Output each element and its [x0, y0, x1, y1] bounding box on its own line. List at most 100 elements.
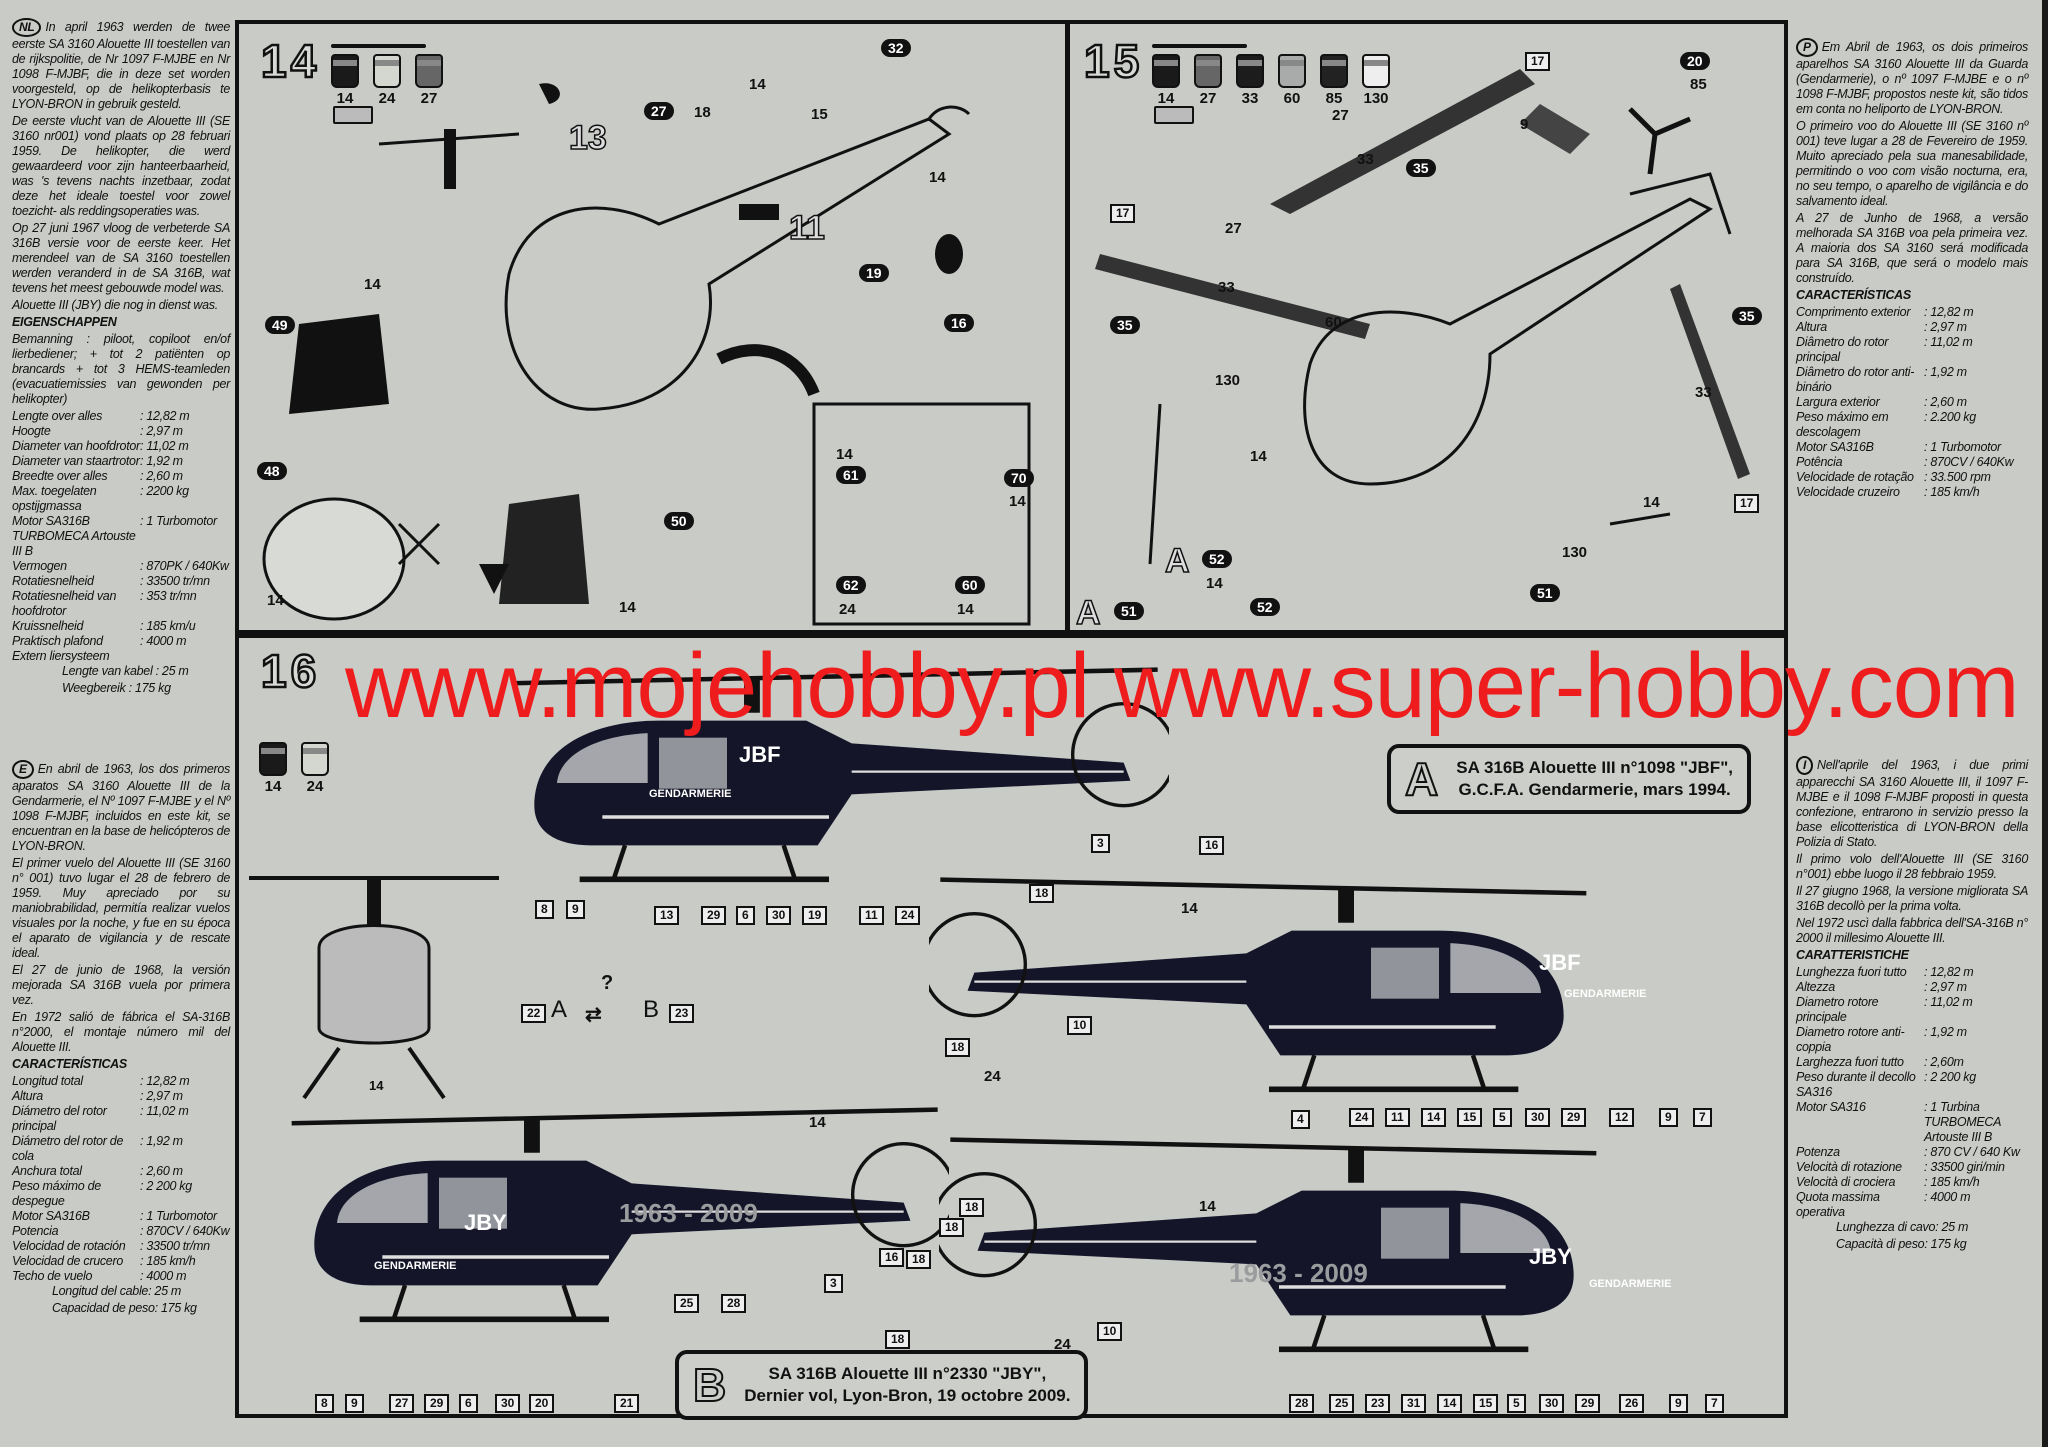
part-callout: 19 — [802, 906, 828, 925]
spec-value: : 185 km/u — [140, 619, 196, 633]
part-callout: 18 — [694, 104, 711, 121]
part-callout: 19 — [859, 264, 889, 282]
spec-value: : 2,60m — [1924, 1055, 1964, 1069]
scheme-letter: B — [643, 996, 660, 1023]
spec-value: : 1,92 m — [140, 1134, 183, 1148]
paint-number: 24 — [306, 778, 324, 795]
part-callout: 85 — [1690, 76, 1707, 93]
scheme-letter: A — [551, 996, 568, 1023]
spec-label: Diámetro del rotor principal — [12, 1104, 107, 1133]
part-callout: 20 — [529, 1394, 555, 1413]
part-callout: 30 — [495, 1394, 521, 1413]
spec-value: : 870PK / 640Kw — [140, 559, 229, 573]
paragraph: Op 27 juni 1967 vloog de verbeterde SA 3… — [12, 221, 230, 295]
spec-value: : 11,02 m — [140, 439, 189, 453]
part-callout: 13 — [568, 118, 607, 158]
part-callout: 24 — [1054, 1336, 1071, 1353]
spec-label: Potência — [1796, 455, 1843, 469]
part-callout: 7 — [1693, 1108, 1712, 1127]
part-callout: 3 — [1091, 834, 1110, 853]
spec-value: : 185 km/h — [1924, 485, 1980, 499]
spec-label: Breedte over alles — [12, 469, 108, 483]
part-callout: 18 — [906, 1250, 932, 1269]
spec-value: : 33500 tr/mn — [140, 1239, 210, 1253]
spec-label: Motor SA316B — [12, 514, 90, 528]
part-callout: 9 — [1659, 1108, 1678, 1127]
spec-row: Lengte over alles: 12,82 m — [12, 409, 230, 424]
winch-length: Longitud del cable: 25 m — [52, 1284, 182, 1298]
part-callout: 16 — [879, 1248, 905, 1267]
paint-number: 33 — [1241, 90, 1259, 107]
spec-value: : 4000 m — [1924, 1190, 1971, 1204]
language-badge-es: E — [12, 760, 34, 779]
spec-label: Peso máximo de despegue — [12, 1179, 101, 1208]
spec-row: Diametro rotore anti-coppia: 1,92 m — [1796, 1025, 2028, 1055]
spec-row: Potencia: 870CV / 640Kw — [12, 1224, 230, 1239]
part-callout: 9 — [345, 1394, 364, 1413]
winch-length: Lengte van kabel : 25 m — [62, 664, 189, 678]
question-mark: ? — [601, 972, 614, 994]
part-callout: 15 — [1457, 1108, 1483, 1127]
part-callout: 14 — [929, 169, 946, 186]
spec-value: : 185 km/h — [1924, 1175, 1980, 1189]
spec-value: : 12,82 m — [1924, 305, 1974, 319]
spec-label: Velocidade de rotação — [1796, 470, 1914, 484]
part-callout: 15 — [811, 106, 828, 123]
spec-row: Diametro rotore principale: 11,02 m — [1796, 995, 2028, 1025]
spec-value: : 11,02 m — [140, 1104, 189, 1118]
spec-label: Hoogte — [12, 424, 51, 438]
spec-row: Diameter van staartrotor: 1,92 m — [12, 454, 230, 469]
paint-list: 14 24 — [259, 742, 329, 795]
spec-value: : 11,02 m — [1924, 995, 1973, 1009]
spec-row: Altura: 2,97 m — [1796, 320, 2028, 335]
part-callout: 50 — [664, 512, 694, 530]
part-callout: 15 — [1473, 1394, 1499, 1413]
part-callout: 6 — [736, 906, 755, 925]
spec-row: Motor SA316B: 1 Turbomotor — [12, 1209, 230, 1224]
spec-value: : 353 tr/mn — [140, 589, 197, 603]
part-callout: A — [1075, 593, 1101, 633]
glue-tube-icon — [333, 106, 373, 124]
part-callout: 31 — [1401, 1394, 1427, 1413]
spec-row: Motor SA316: 1 Turbina TURBOMECA Artoust… — [1796, 1100, 2028, 1145]
spec-row: Rotatiesnelheid: 33500 tr/mn — [12, 574, 230, 589]
spec-row: Comprimento exterior: 12,82 m — [1796, 305, 2028, 320]
paragraph: O primeiro voo do Alouette III (SE 3160 … — [1796, 119, 2028, 208]
spec-label: Larghezza fuori tutto — [1796, 1055, 1904, 1069]
spec-value: : 2,60 m — [1924, 395, 1967, 409]
spec-value: : 12,82 m — [1924, 965, 1974, 979]
anniversary-marking: 1963 - 2009 — [1229, 1258, 1368, 1288]
part-callout: 14 — [957, 601, 974, 618]
language-badge-i: I — [1796, 756, 1814, 775]
gendarmerie-label: GENDARMERIE — [374, 1260, 457, 1272]
gendarmerie-label: GENDARMERIE — [649, 788, 732, 800]
part-callout: 16 — [944, 314, 974, 332]
part-callout: 8 — [535, 900, 554, 919]
specs-title: CARACTERÍSTICAS — [1796, 288, 1911, 302]
paragraph: El primer vuelo del Alouette III (SE 316… — [12, 856, 230, 960]
front-view-callout: 14 — [369, 1078, 384, 1093]
part-callout: 17 — [1110, 204, 1136, 223]
spec-row: Altezza: 2,97 m — [1796, 980, 2028, 995]
part-callout: 14 — [364, 276, 381, 293]
specs-title: CARACTERÍSTICAS — [12, 1057, 127, 1071]
spec-value: : 11,02 m — [1924, 335, 1973, 349]
paint-number: 14 — [264, 778, 282, 795]
part-callout: 9 — [1520, 116, 1529, 133]
spec-row: Vermogen: 870PK / 640Kw — [12, 559, 230, 574]
spec-row: Techo de vuelo: 4000 m — [12, 1269, 230, 1284]
spec-row: Quota massima operativa: 4000 m — [1796, 1190, 2028, 1220]
spec-label: Altezza — [1796, 980, 1835, 994]
spec-label: Diameter van hoofdrotor — [12, 439, 140, 453]
part-callout: 14 — [1181, 900, 1198, 917]
spec-label: Velocità di rotazione — [1796, 1160, 1902, 1174]
paragraph: En 1972 salió de fábrica el SA-316B n°20… — [12, 1010, 230, 1054]
scheme-a-title: SA 316B Alouette III n°1098 "JBF", — [1456, 758, 1733, 777]
spec-row: Potenza: 870 CV / 640 Kw — [1796, 1145, 2028, 1160]
paint-pot-icon: 14 — [1152, 54, 1180, 107]
part-callout: 30 — [766, 906, 792, 925]
